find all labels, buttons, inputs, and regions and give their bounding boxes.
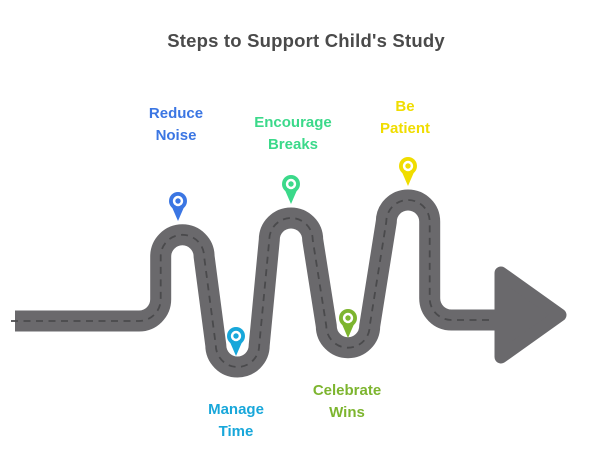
label-encourage-breaks-line2: Breaks [267,136,319,153]
road-centerline [11,199,534,368]
pin-reduce-noise-icon [169,192,187,221]
label-manage-time-line1: Manage [208,401,264,418]
pin-manage-time-icon [227,327,245,356]
pin-be-patient-icon [399,157,417,186]
label-reduce-noise-line2: Noise [155,127,197,144]
pins [169,157,417,356]
label-be-patient-line1: Be [395,98,415,115]
page-title: Steps to Support Child's Study [167,30,445,51]
label-be-patient-line2: Patient [379,120,431,137]
label-encourage-breaks-line1: Encourage [254,114,332,131]
label-reduce-noise-line1: Reduce [148,105,204,122]
pin-celebrate-wins-icon [339,309,357,338]
label-celebrate-wins-line1: Celebrate [312,382,382,399]
label-manage-time-line2: Time [218,423,254,440]
pin-encourage-breaks-icon [282,175,300,204]
arrow-head-icon [494,266,567,364]
label-celebrate-wins-line2: Wins [329,404,365,421]
